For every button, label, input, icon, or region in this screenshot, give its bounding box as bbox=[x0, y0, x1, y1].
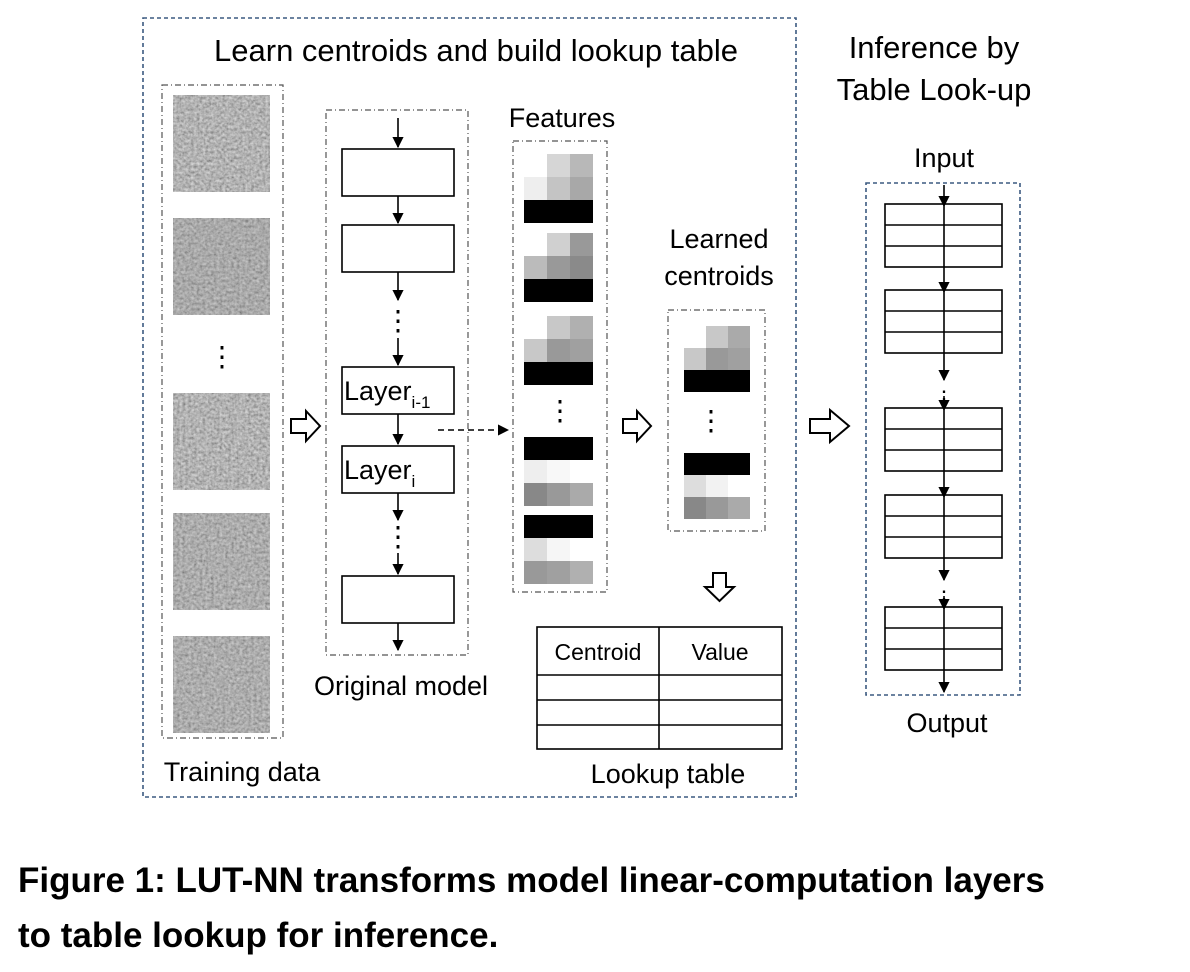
learning-panel bbox=[142, 17, 797, 798]
features-ellipsis: ⋮ bbox=[546, 395, 574, 426]
training-images bbox=[173, 95, 270, 733]
model-layer-box bbox=[341, 148, 455, 197]
hollow-right-arrow-icon bbox=[622, 408, 653, 444]
caption-line: to table lookup for inference. bbox=[18, 916, 499, 955]
layer-subscript: i bbox=[412, 472, 416, 491]
model-ellipsis: ⋮ bbox=[384, 305, 412, 336]
feature-patch bbox=[524, 437, 593, 506]
feature-patch bbox=[524, 233, 593, 302]
lookup-table bbox=[536, 626, 783, 750]
lookup-header-centroid: Centroid bbox=[555, 639, 642, 665]
feature-patch bbox=[524, 515, 593, 584]
learned-centroids-group bbox=[667, 309, 766, 532]
training-image bbox=[173, 95, 270, 192]
model-layer-box bbox=[341, 224, 455, 273]
layer-i-minus-1-label: Layeri-1 bbox=[344, 376, 430, 412]
layer-subscript: i-1 bbox=[412, 393, 431, 412]
hollow-right-arrow-icon bbox=[809, 407, 851, 445]
output-label: Output bbox=[906, 708, 988, 738]
feature-patch bbox=[524, 154, 593, 223]
layer-i-label: Layeri bbox=[344, 455, 415, 491]
training-image bbox=[173, 636, 270, 733]
centroid-patches bbox=[684, 326, 750, 519]
training-data-label: Training data bbox=[164, 757, 322, 787]
layer-i-box bbox=[341, 445, 455, 494]
centroids-ellipsis: ⋮ bbox=[697, 405, 725, 436]
training-image bbox=[173, 513, 270, 610]
layer-base: Layer bbox=[344, 455, 412, 485]
centroid-patch bbox=[684, 453, 750, 519]
original-model-label: Original model bbox=[314, 671, 488, 701]
input-label: Input bbox=[914, 143, 975, 173]
learned-centroids-label-line1: Learned bbox=[669, 224, 768, 254]
features-label: Features bbox=[509, 103, 616, 133]
training-image bbox=[173, 393, 270, 490]
training-data-group bbox=[161, 84, 284, 739]
feature-patches bbox=[524, 154, 593, 584]
inference-title-line2: Table Look-up bbox=[837, 72, 1032, 107]
caption-line: Figure 1: LUT-NN transforms model linear… bbox=[18, 861, 1045, 900]
lookup-header-value: Value bbox=[691, 639, 748, 665]
training-data-ellipsis: ⋮ bbox=[208, 341, 236, 372]
inference-ellipsis: ⋮ bbox=[933, 586, 955, 611]
original-model-group bbox=[325, 109, 469, 656]
inference-panel bbox=[865, 182, 1021, 696]
inference-ellipsis: ⋮ bbox=[933, 386, 955, 411]
feature-patch bbox=[524, 316, 593, 385]
learned-centroids-label-line2: centroids bbox=[664, 261, 774, 291]
lookup-table-label: Lookup table bbox=[591, 759, 746, 789]
model-ellipsis: ⋮ bbox=[384, 521, 412, 552]
inference-title-line1: Inference by bbox=[849, 30, 1020, 65]
panel-title: Learn centroids and build lookup table bbox=[214, 33, 738, 68]
hollow-right-arrow-icon bbox=[290, 408, 322, 444]
model-layer-box bbox=[341, 575, 455, 624]
centroid-patch bbox=[684, 326, 750, 392]
figure-caption: Figure 1: LUT-NN transforms model linear… bbox=[18, 853, 1188, 963]
training-image bbox=[173, 218, 270, 315]
layer-base: Layer bbox=[344, 376, 412, 406]
hollow-down-arrow-icon bbox=[702, 572, 737, 603]
